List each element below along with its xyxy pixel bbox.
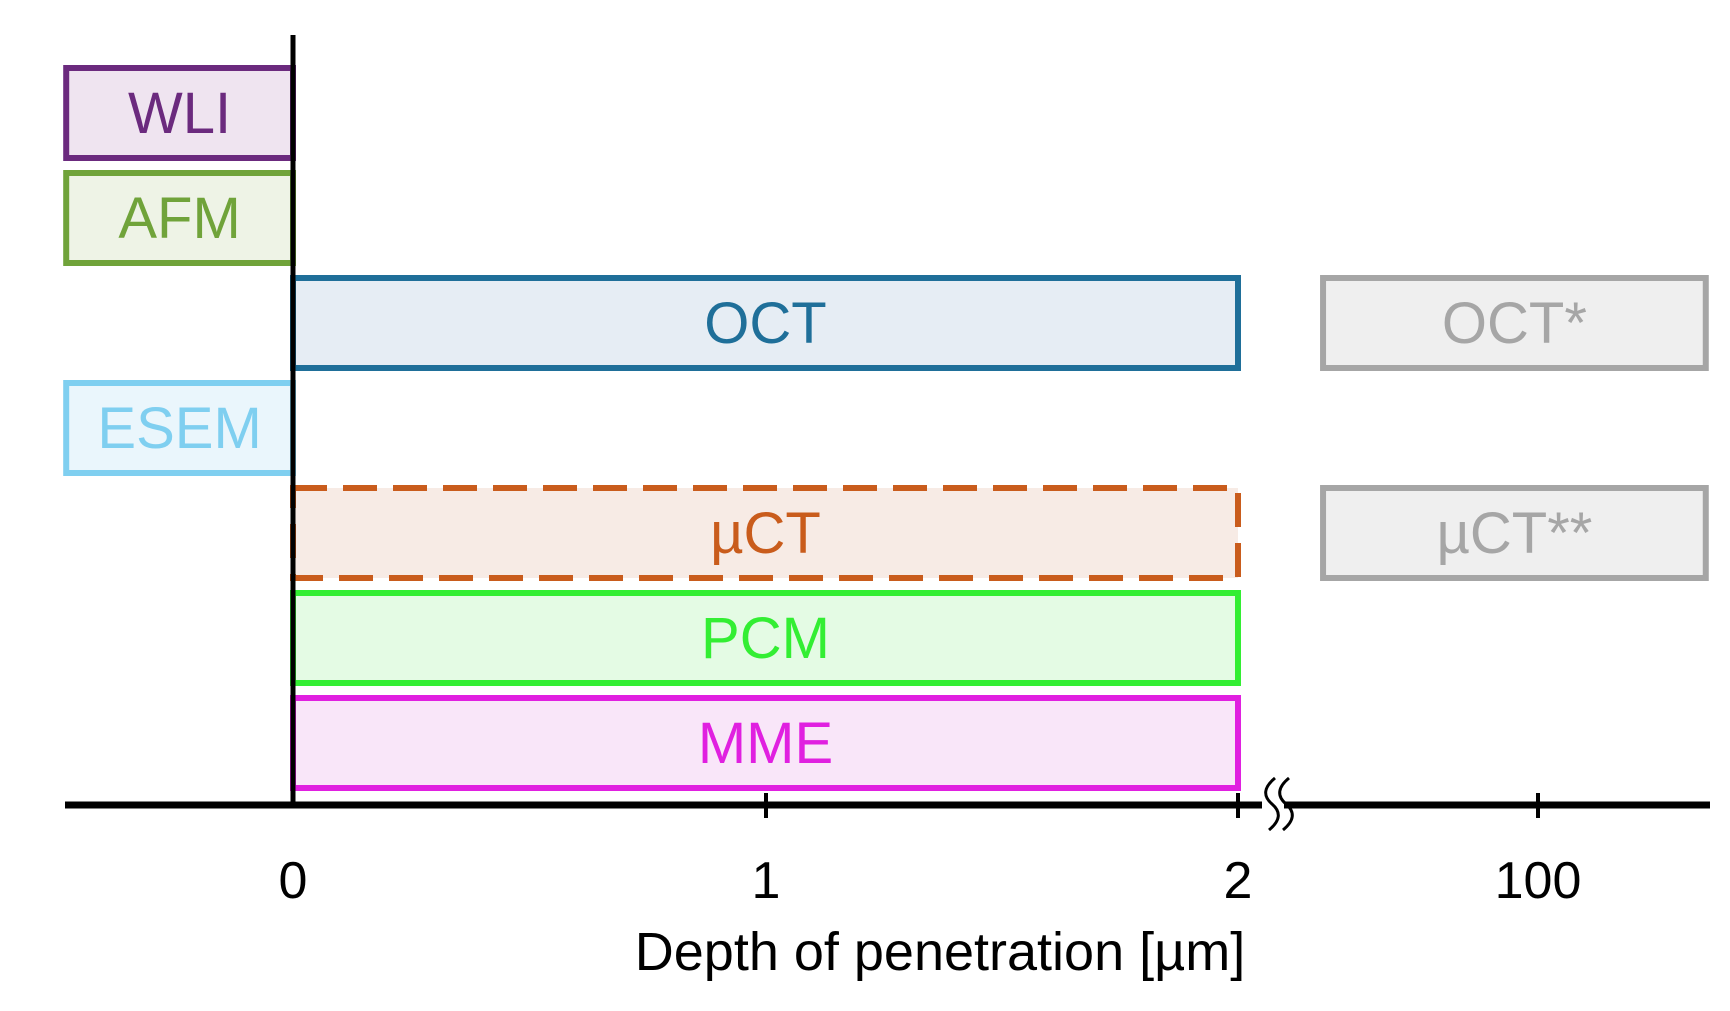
- x-axis-title: Depth of penetration [µm]: [635, 922, 1245, 982]
- bar-rect: [63, 380, 296, 476]
- bar-oct: OCT*: [1320, 275, 1709, 371]
- bar-label: MME: [698, 711, 833, 776]
- tick-label-2: 2: [1224, 852, 1253, 910]
- bar-label: µCT**: [1436, 501, 1592, 566]
- bar-wli: WLI: [63, 65, 296, 161]
- bar--ct: µCT**: [1320, 485, 1709, 581]
- bars-layer: WLI AFM OCT OCT* ESEM µCT µCT** PCM MME: [63, 65, 1709, 791]
- tick-label-100: 100: [1495, 852, 1582, 910]
- bar-label: OCT: [704, 291, 826, 356]
- bar--ct: µCT: [290, 485, 1241, 581]
- bar-oct: OCT: [290, 275, 1241, 371]
- bar-esem: ESEM: [63, 380, 296, 476]
- bar-label: WLI: [128, 81, 231, 146]
- bar-rect: [63, 170, 296, 266]
- bar-label: µCT: [710, 501, 821, 566]
- axis-break-icon: [1262, 776, 1294, 832]
- bar-rect: [290, 275, 1241, 371]
- bar-label: AFM: [118, 186, 240, 251]
- bar-rect: [1320, 485, 1709, 581]
- bar-rect: [63, 65, 296, 161]
- axis-layer: 0 1 2 100 Depth of penetration [µm]: [65, 35, 1710, 982]
- tick-label-0: 0: [279, 852, 308, 910]
- bar-label: ESEM: [97, 396, 261, 461]
- bar-label: PCM: [701, 606, 830, 671]
- tick-label-1: 1: [752, 852, 781, 910]
- bar-rect: [290, 695, 1241, 791]
- bar-mme: MME: [290, 695, 1241, 791]
- bar-pcm: PCM: [290, 590, 1241, 686]
- bar-label: OCT*: [1442, 291, 1587, 356]
- bar-afm: AFM: [63, 170, 296, 266]
- bar-rect: [290, 590, 1241, 686]
- bar-rect: [1320, 275, 1709, 371]
